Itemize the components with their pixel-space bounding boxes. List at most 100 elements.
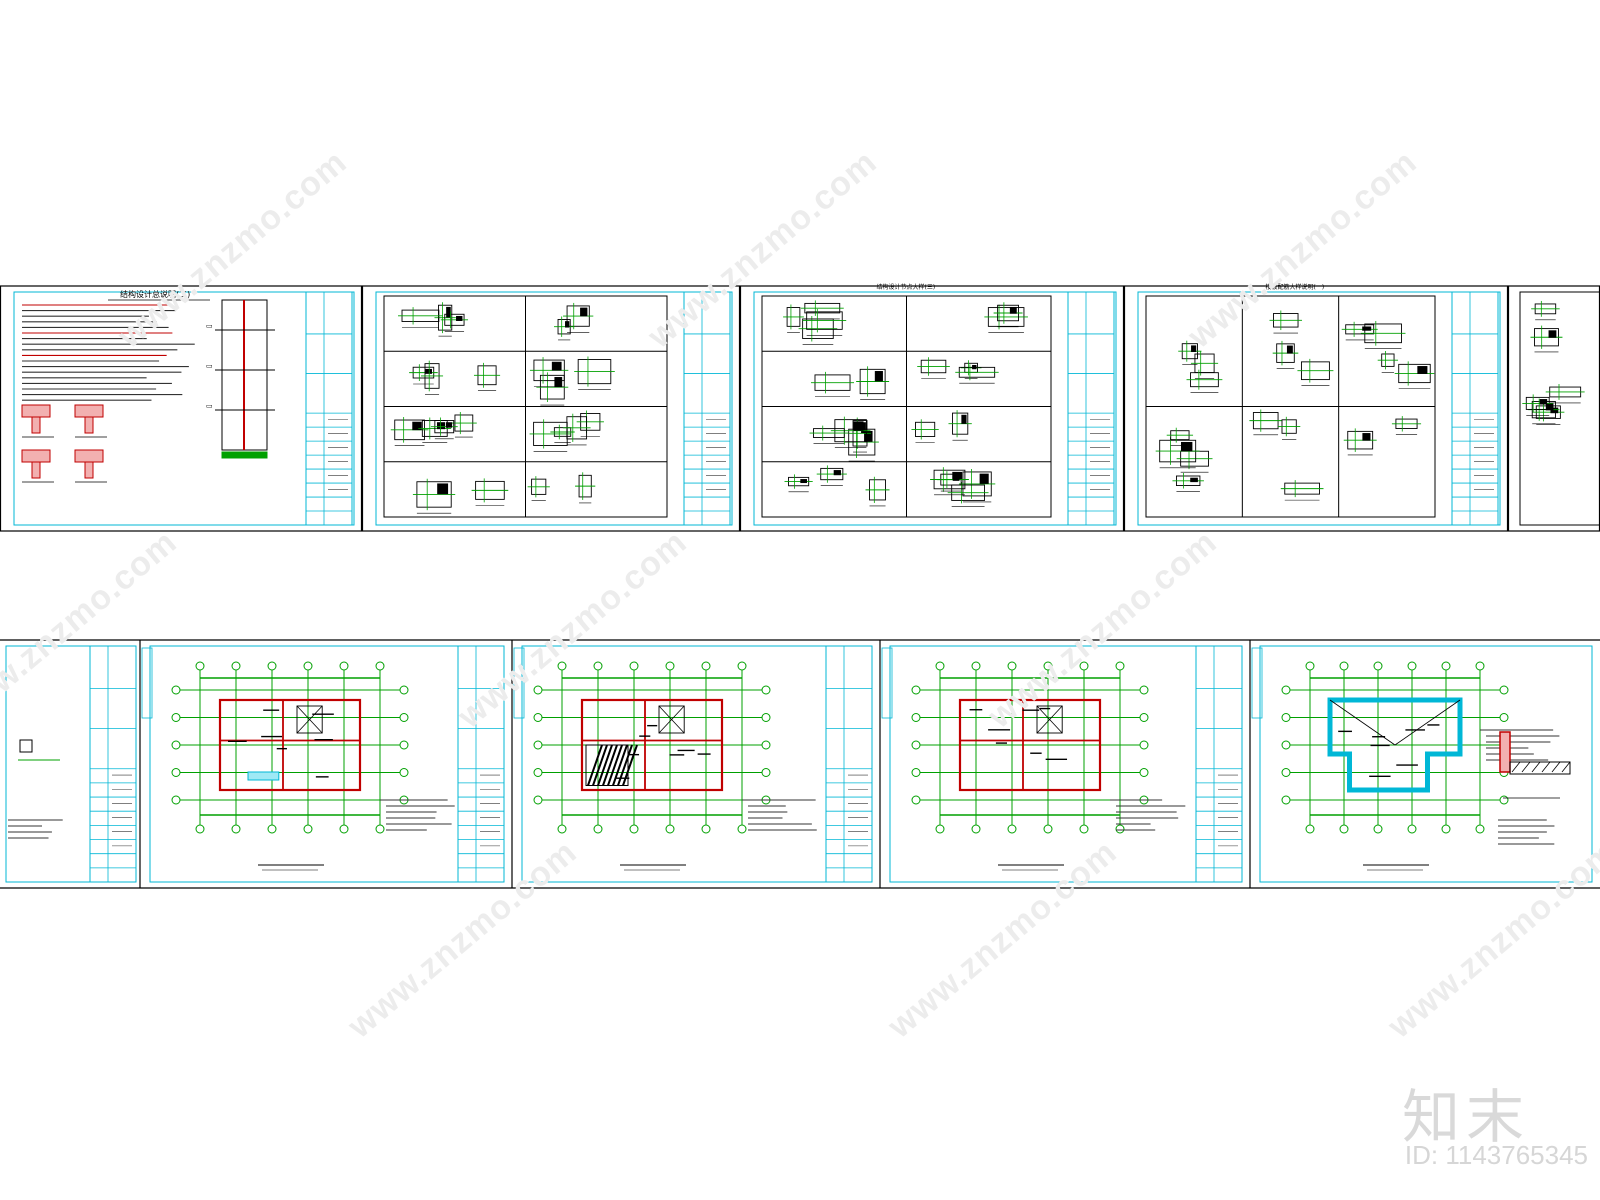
stair-opening xyxy=(658,705,685,734)
axis-bubble xyxy=(1115,661,1125,671)
section-detail xyxy=(84,461,94,479)
axis-bubble xyxy=(303,661,313,671)
detail-hatch xyxy=(456,315,463,321)
bottom-sheet-4 xyxy=(881,645,1243,883)
detail-hatch xyxy=(1009,306,1017,314)
sheet-border xyxy=(0,285,363,532)
bottom-sheet-5 xyxy=(1251,645,1593,883)
roof-ridge xyxy=(1329,699,1396,746)
axis-bubble xyxy=(761,713,771,722)
axis-bubble xyxy=(533,795,543,805)
axis-bubble xyxy=(1139,713,1149,722)
axis-bubble xyxy=(1373,661,1383,671)
sheet-title-block xyxy=(1195,645,1243,883)
detail-hatch xyxy=(1550,407,1559,414)
axis-bubble xyxy=(1079,661,1089,671)
sheet-title-block xyxy=(825,645,873,883)
axis-bubble xyxy=(1139,768,1149,777)
detail-hatch xyxy=(412,421,422,431)
axis-bubble xyxy=(1139,740,1149,750)
hatch-line xyxy=(1531,761,1541,773)
detail-hatch xyxy=(1539,399,1548,405)
section-detail xyxy=(31,416,41,434)
section-detail xyxy=(74,404,104,418)
detail-hatch xyxy=(1417,366,1428,374)
axis-bubble xyxy=(303,824,313,834)
stair-cross xyxy=(1036,705,1063,734)
title-block-frame xyxy=(89,645,137,883)
hatch-line xyxy=(1521,761,1531,773)
image-id-label: ID: 1143765345 xyxy=(1404,1140,1588,1170)
detail-hatch xyxy=(436,422,446,430)
detail-hatch xyxy=(1362,326,1372,331)
axis-bubble xyxy=(557,661,567,671)
sheet-inner-frame xyxy=(5,645,137,883)
hatch-line xyxy=(1561,761,1571,773)
detail-hatch xyxy=(1191,345,1197,352)
axis-bubble xyxy=(701,661,711,671)
detail-hatch xyxy=(961,414,967,424)
axis-bubble xyxy=(399,685,409,695)
axis-bubble xyxy=(761,768,771,777)
slab-outline xyxy=(218,698,362,792)
detail-hatch xyxy=(1362,433,1371,441)
title-block-frame xyxy=(683,291,731,526)
axis-bubble xyxy=(1407,824,1417,834)
hatch-line xyxy=(607,744,623,786)
axis-bubble xyxy=(1007,824,1017,834)
detail-hatch xyxy=(1180,441,1193,452)
sheet-inner-frame xyxy=(375,291,733,526)
detail-hatch xyxy=(565,321,570,328)
axis-bubble xyxy=(1305,661,1315,671)
axis-bubble xyxy=(665,661,675,671)
axis-bubble xyxy=(171,740,181,750)
top-sheet-5 xyxy=(1507,285,1600,532)
axis-bubble xyxy=(399,740,409,750)
axis-bubble xyxy=(761,740,771,750)
slab-outline xyxy=(958,698,1102,792)
axis-bubble xyxy=(1139,685,1149,695)
axis-bubble xyxy=(195,824,205,834)
sheet-title-block xyxy=(89,645,137,883)
axis-bubble xyxy=(1281,685,1291,695)
sheet-title: 结构设计总说明(二) xyxy=(120,289,190,299)
detail-hatch xyxy=(1548,330,1557,338)
axis-bubble xyxy=(971,824,981,834)
level-mark: ▭ xyxy=(206,362,213,370)
top-sheet-3: 结构设计节点大样(三) xyxy=(739,283,1125,532)
axis-bubble xyxy=(533,685,543,695)
section-detail xyxy=(31,461,41,479)
hatch-line xyxy=(602,744,618,786)
parapet-detail xyxy=(1498,731,1571,845)
title-block-frame xyxy=(1195,645,1243,883)
axis-bubble xyxy=(1305,824,1315,834)
axis-bubble xyxy=(665,824,675,834)
sheet-border xyxy=(1123,285,1509,532)
detail-hatch xyxy=(554,377,563,388)
parapet-wall xyxy=(1499,731,1511,773)
level-mark: ▭ xyxy=(206,322,213,330)
axis-bubble xyxy=(935,661,945,671)
axis-bubble xyxy=(1499,685,1509,695)
axis-bubble xyxy=(375,661,385,671)
sheet-inner-frame xyxy=(521,645,873,883)
sheet-border xyxy=(361,285,741,532)
hatch-line xyxy=(1511,761,1521,773)
hatch-line xyxy=(587,744,603,786)
axis-bubble xyxy=(399,713,409,722)
stamp-strip xyxy=(1251,647,1263,719)
top-sheet-4: 楼板配筋大样说明(一) xyxy=(1123,283,1509,532)
stamp-strip xyxy=(141,647,153,719)
axis-bubble xyxy=(911,740,921,750)
stair-cross xyxy=(658,705,685,734)
section-detail xyxy=(74,449,104,463)
axis-bubble xyxy=(737,661,747,671)
axis-bubble xyxy=(971,661,981,671)
axis-bubble xyxy=(911,795,921,805)
axis-bubble xyxy=(339,824,349,834)
stair-cross xyxy=(296,705,323,734)
sheet-inner-frame xyxy=(13,291,355,526)
axis-bubble xyxy=(1007,661,1017,671)
top-sheet-2 xyxy=(361,285,741,532)
